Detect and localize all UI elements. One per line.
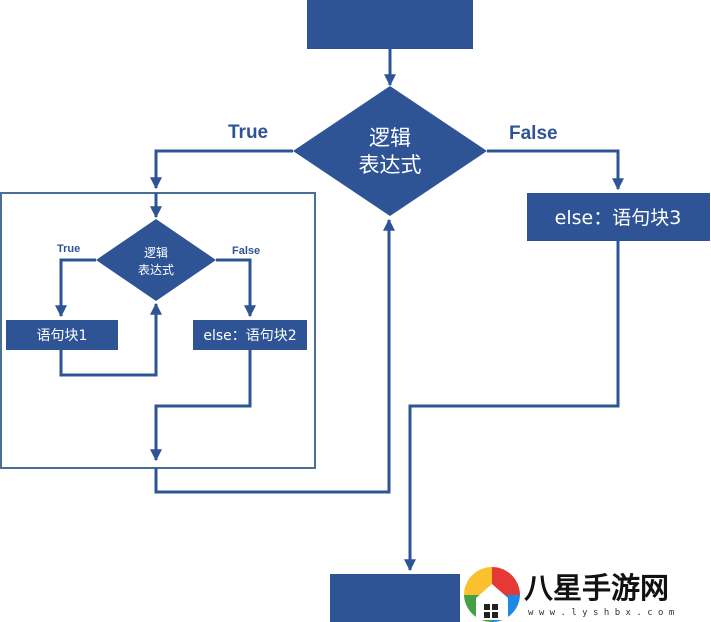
- inner-block-2: [193, 320, 307, 350]
- edge-block1-loopback: [59, 302, 162, 377]
- edge-inner-loopback-to-outer: [154, 218, 395, 494]
- end-block: [330, 574, 460, 622]
- edge-else3-to-end: [404, 241, 620, 572]
- outer-decision-diamond: [293, 86, 487, 216]
- inner-block-1-label: 语句块1: [37, 328, 88, 344]
- else-block-3-label: else：语句块3: [555, 207, 682, 229]
- inner-decision-line1: 逻辑: [144, 246, 168, 260]
- edge-outer-false: [487, 149, 624, 191]
- watermark-url: w w w . l y s h b x . c o m: [528, 608, 674, 618]
- outer-false-label: False: [509, 123, 558, 144]
- start-block: [307, 0, 473, 49]
- inner-decision-diamond: [96, 219, 216, 301]
- else-block-3: [527, 193, 710, 241]
- edge-block2-exit: [150, 350, 252, 462]
- inner-true-label: True: [57, 243, 80, 255]
- inner-decision-line2: 表达式: [138, 263, 174, 277]
- edge-inner-false: [216, 258, 256, 318]
- watermark-logo: [464, 567, 520, 622]
- inner-loop-container: [0, 192, 316, 469]
- outer-true-label: True: [228, 122, 268, 143]
- outer-decision-line2: 表达式: [359, 153, 422, 177]
- outer-decision-line1: 逻辑: [369, 126, 411, 150]
- inner-block-1: [6, 320, 118, 350]
- inner-block-2-label: else：语句块2: [203, 328, 296, 344]
- edge-inner-true: [55, 258, 96, 318]
- watermark-brand: 八星手游网: [524, 571, 669, 605]
- edge-outer-true: [150, 149, 293, 190]
- inner-false-label: False: [232, 245, 260, 257]
